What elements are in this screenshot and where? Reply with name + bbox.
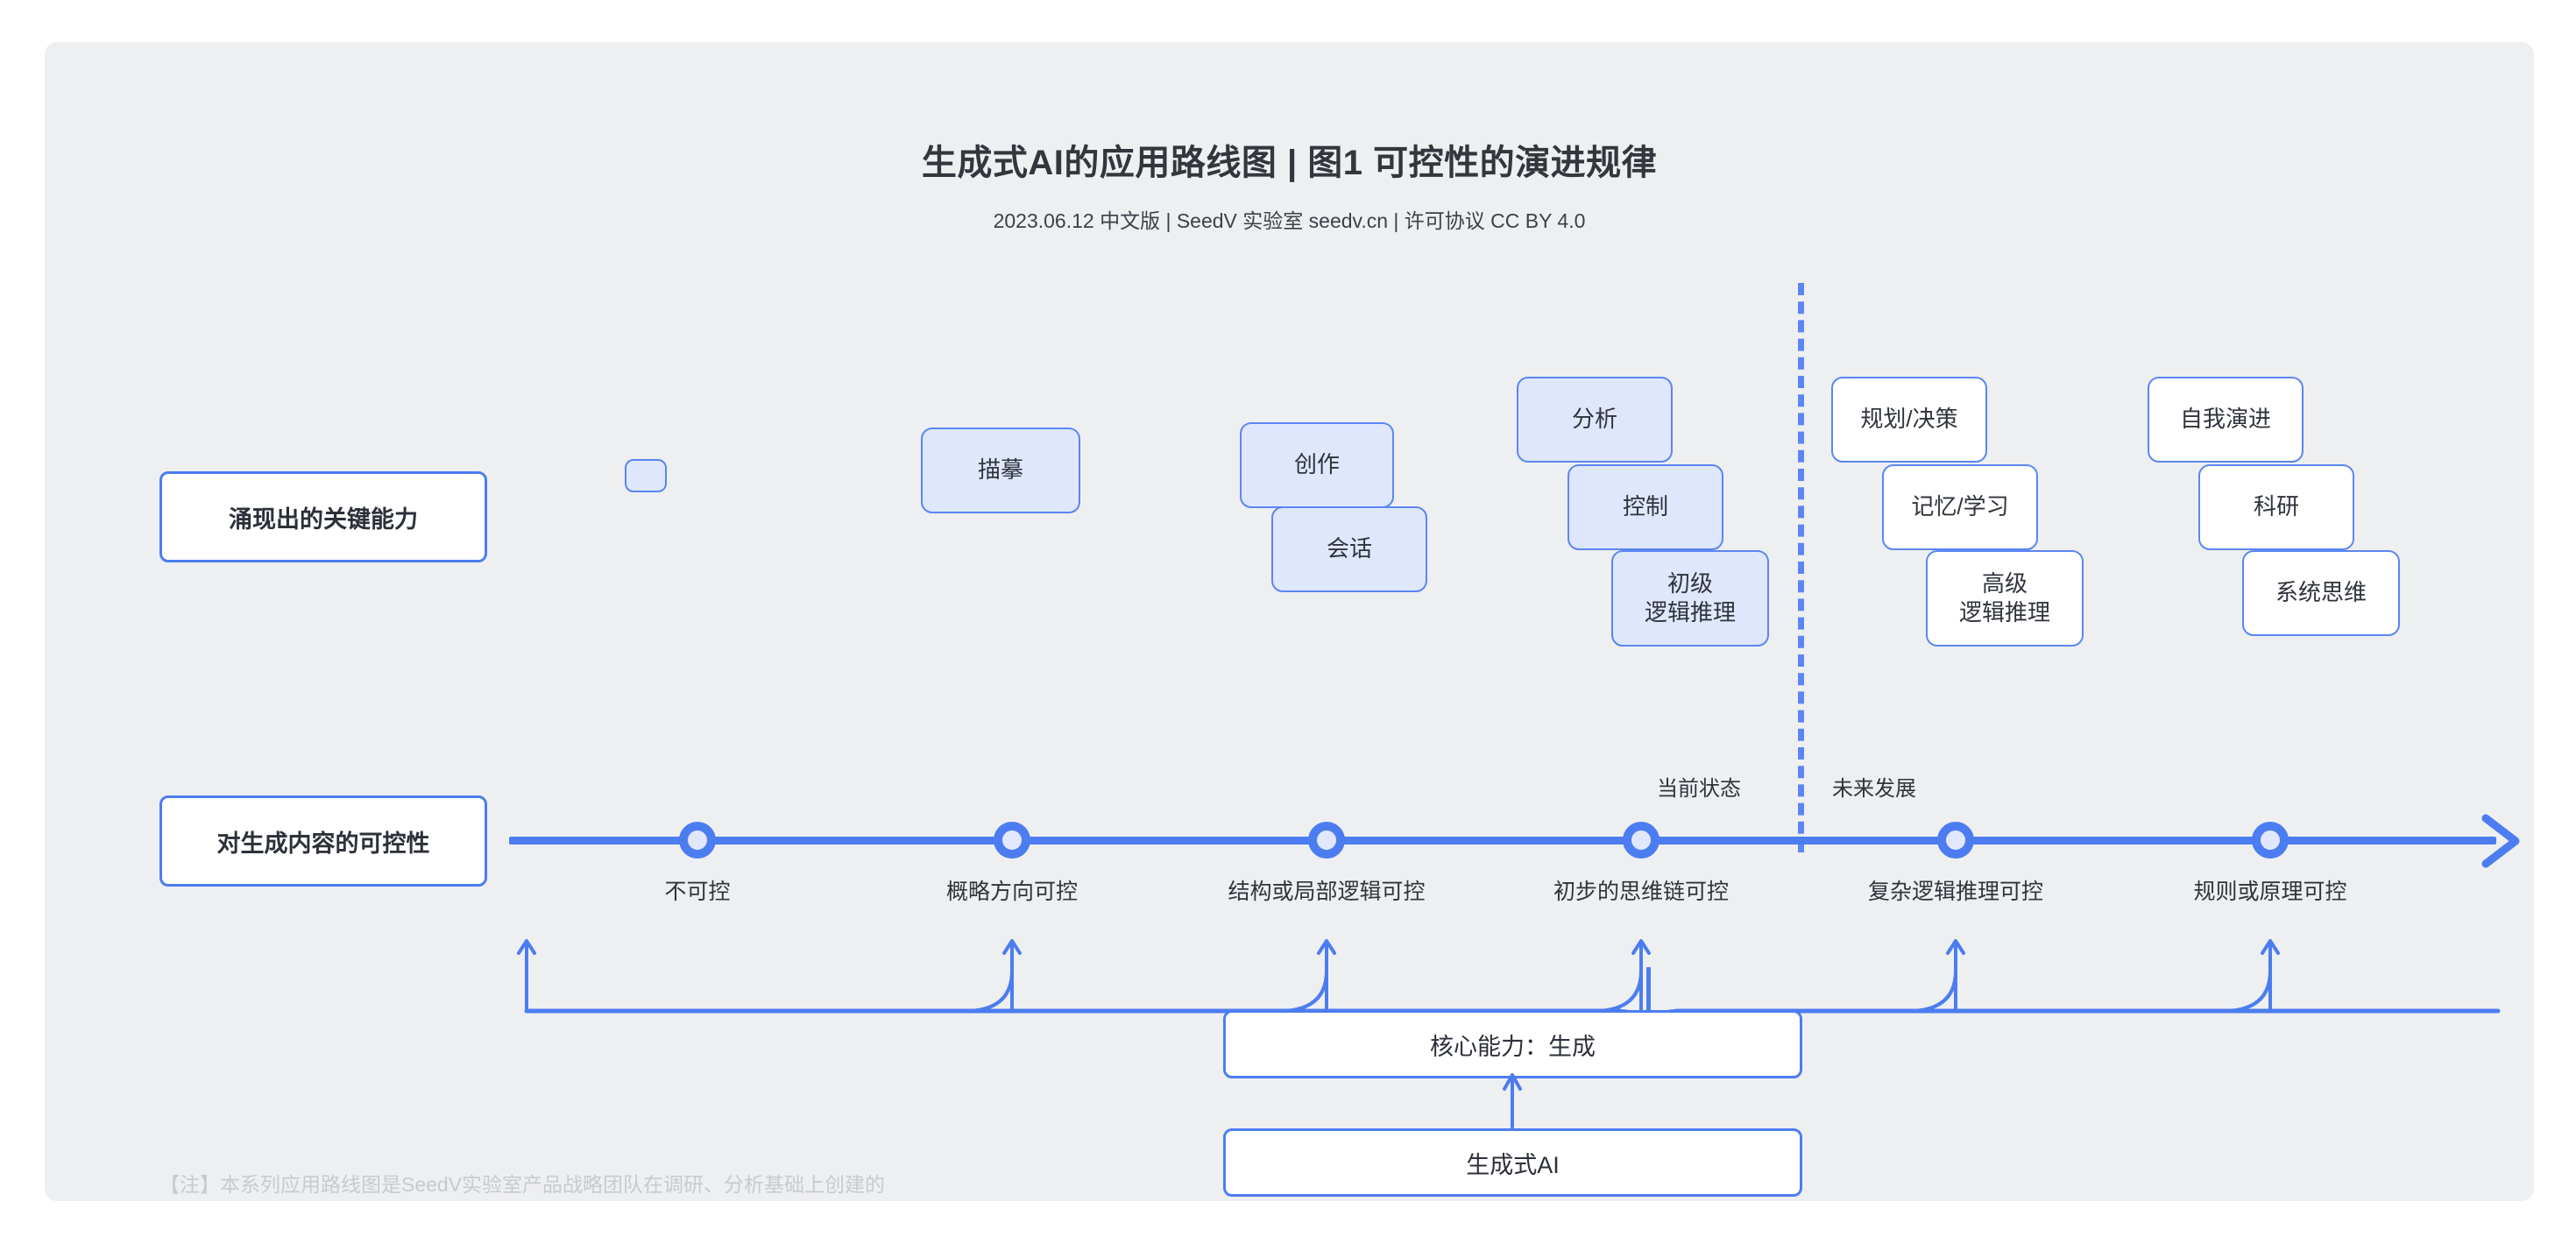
capability-chip-miaomo-text: 描摹 <box>977 456 1023 484</box>
capability-chip-chuangzuo-text: 创作 <box>1293 451 1340 478</box>
timeline-node-4[interactable] <box>1623 822 1660 859</box>
capability-chip-planning: 规划/决策 <box>1831 377 1987 463</box>
capability-chip-basic-logic: 初级 逻辑推理 <box>1611 550 1769 647</box>
phase-label-future: 未来发展 <box>1832 777 1916 801</box>
timeline-node-6[interactable] <box>2252 822 2289 859</box>
capability-chip-advanced-logic: 高级 逻辑推理 <box>1926 550 2084 647</box>
timeline-node-5[interactable] <box>1937 822 1974 859</box>
capability-chip-huihua: 会话 <box>1271 506 1427 592</box>
core-capability-text: 核心能力：生成 <box>1430 1033 1596 1060</box>
capability-chip-systems-thinking-text: 系统思维 <box>2275 579 2367 606</box>
capability-chip-chuangzuo: 创作 <box>1240 422 1394 508</box>
row-label-emergent-capabilities: 涌现出的关键能力 <box>159 471 487 562</box>
timeline-node-label-4: 初步的思维链可控 <box>1553 880 1730 904</box>
capability-chip-empty <box>625 459 667 492</box>
capability-chip-kongzhi-text: 控制 <box>1622 493 1668 520</box>
capability-chip-systems-thinking: 系统思维 <box>2242 550 2400 636</box>
row-label-controllability: 对生成内容的可控性 <box>159 795 487 887</box>
core-capability-box: 核心能力：生成 <box>1223 1010 1802 1078</box>
row-label-capabilities-text: 涌现出的关键能力 <box>229 505 418 533</box>
capability-chip-self-evolution-text: 自我演进 <box>2179 406 2271 433</box>
capability-chip-basic-logic-text: 初级 逻辑推理 <box>1644 569 1736 626</box>
timeline-node-1[interactable] <box>679 822 716 859</box>
timeline-node-label-2: 概略方向可控 <box>945 880 1079 904</box>
gen-ai-box: 生成式AI <box>1223 1128 1802 1197</box>
page-title: 生成式AI的应用路线图 | 图1 可控性的演进规律 <box>921 144 1658 182</box>
capability-chip-kongzhi: 控制 <box>1568 464 1723 550</box>
connector-genai-to-core <box>1223 1063 1801 1142</box>
timeline-node-3[interactable] <box>1308 822 1345 859</box>
timeline-node-label-6: 规则或原理可控 <box>2193 880 2347 904</box>
capability-chip-research-text: 科研 <box>2253 493 2299 520</box>
timeline-node-label-1: 不可控 <box>664 880 731 904</box>
capability-chip-planning-text: 规划/决策 <box>1860 406 1958 433</box>
page-subtitle: 2023.06.12 中文版 | SeedV 实验室 seedv.cn | 许可… <box>993 209 1586 232</box>
capability-chip-advanced-logic-text: 高级 逻辑推理 <box>1958 569 2050 626</box>
capability-chip-self-evolution: 自我演进 <box>2148 377 2304 463</box>
connector-bus <box>509 918 2516 1042</box>
timeline-axis-line <box>509 837 2496 845</box>
connector-stem-to-core <box>1646 967 1651 1011</box>
phase-divider-dashed-line <box>1798 283 1804 852</box>
diagram-card: 生成式AI的应用路线图 | 图1 可控性的演进规律 2023.06.12 中文版… <box>45 42 2534 1201</box>
phase-label-current: 当前状态 <box>1657 777 1741 801</box>
gen-ai-text: 生成式AI <box>1466 1151 1560 1178</box>
footnote: 【注】本系列应用路线图是SeedV实验室产品战略团队在调研、分析基础上创建的 <box>159 1173 886 1196</box>
capability-chip-fenxi-text: 分析 <box>1571 406 1617 433</box>
row-label-controllability-text: 对生成内容的可控性 <box>216 830 430 857</box>
capability-chip-memory: 记忆/学习 <box>1882 464 2038 550</box>
timeline-node-label-3: 结构或局部逻辑可控 <box>1228 880 1426 904</box>
capability-chip-memory-text: 记忆/学习 <box>1911 493 2009 520</box>
capability-chip-miaomo: 描摹 <box>921 428 1080 513</box>
timeline-node-2[interactable] <box>994 822 1030 859</box>
capability-chip-fenxi: 分析 <box>1517 377 1673 463</box>
capability-chip-huihua-text: 会话 <box>1326 535 1372 562</box>
capability-chip-research: 科研 <box>2198 464 2354 550</box>
timeline-node-label-5: 复杂逻辑推理可控 <box>1867 880 2044 904</box>
